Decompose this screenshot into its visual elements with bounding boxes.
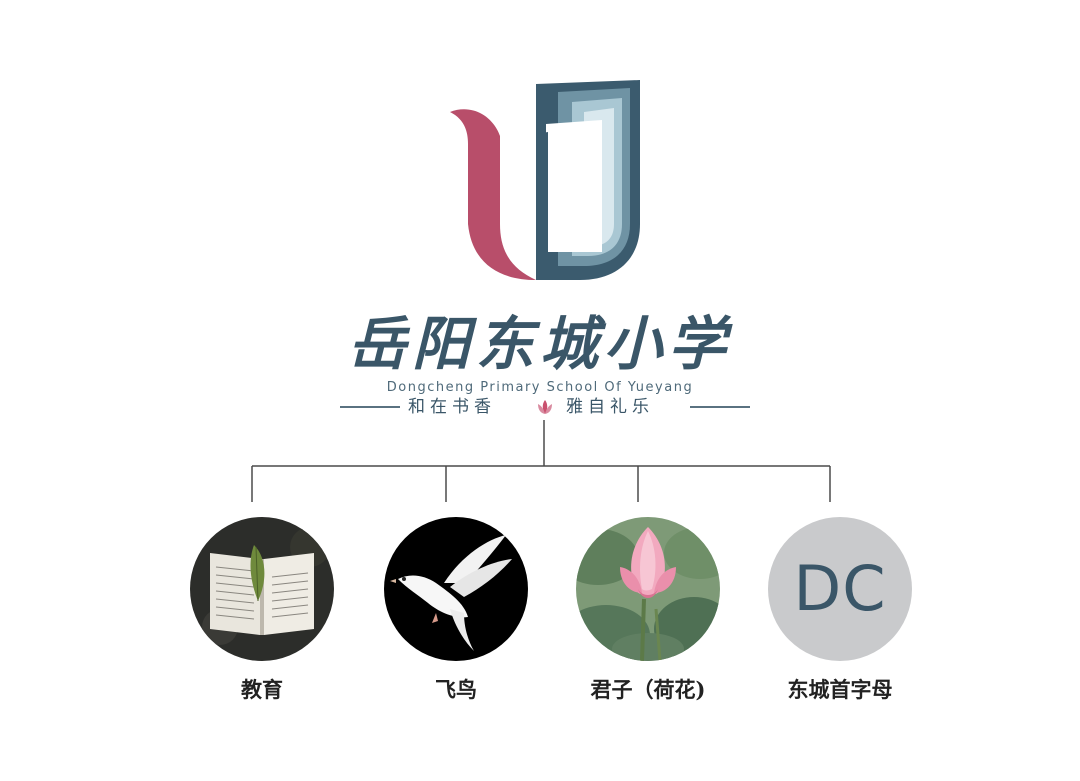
white-dove-image — [384, 517, 528, 661]
motto-row: 和在书香 雅自礼乐 — [340, 395, 750, 419]
node-circle-dove — [384, 517, 528, 661]
motto-left-rule — [340, 406, 400, 408]
node-label-lotus: 君子（荷花) — [590, 677, 706, 702]
logo-inner-bar — [536, 132, 548, 280]
node-circle-book — [190, 517, 334, 661]
open-book-image — [190, 517, 334, 661]
lotus-flower-image — [576, 517, 720, 661]
motto-left: 和在书香 — [408, 397, 496, 417]
node-label-dc: 东城首字母 — [787, 677, 893, 702]
node-circle-dc: DC — [768, 517, 912, 661]
node-label-book: 教育 — [241, 677, 283, 702]
motto-right: 雅自礼乐 — [566, 397, 654, 417]
school-name-chinese: 岳阳东城小学 — [347, 310, 732, 378]
school-logo-mark — [450, 80, 640, 280]
node-label-dove: 飞鸟 — [435, 677, 477, 702]
logo-inner-channel — [546, 120, 602, 252]
school-name-english: Dongcheng Primary School Of Yueyang — [386, 380, 694, 395]
logo-rose-stroke — [450, 109, 536, 280]
motto-right-rule — [690, 406, 750, 408]
lotus-icon — [538, 400, 552, 414]
node-circle-lotus — [576, 517, 720, 661]
dc-initials: DC — [793, 552, 887, 625]
